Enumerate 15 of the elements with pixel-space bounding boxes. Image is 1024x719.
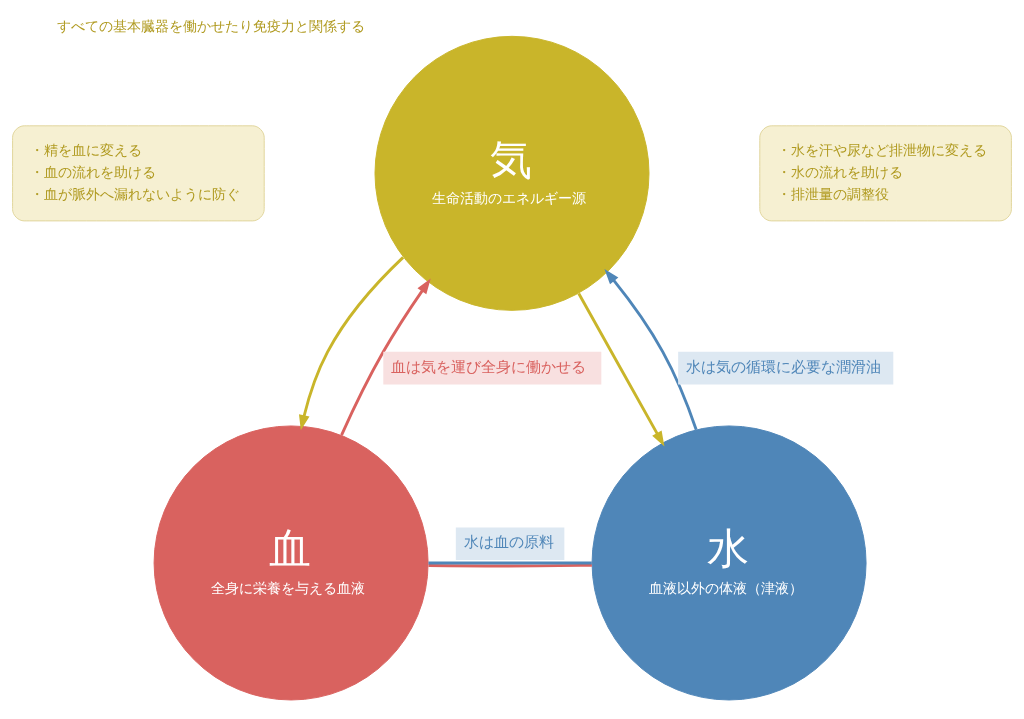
arrow <box>577 292 665 447</box>
node-circle: 血 全身に栄養を与える血液 <box>153 424 429 700</box>
arrow <box>604 268 698 430</box>
arrow <box>340 278 431 436</box>
node-box: ・精を血に変える ・血の流れを助ける ・血が脈外へ漏れないように防ぐ <box>12 124 265 221</box>
node-circle: 水 血液以外の体液（津液） <box>591 424 867 700</box>
arrow <box>299 255 405 430</box>
edge-label: 血は気を運び全身に働かせる <box>391 357 587 376</box>
edge-label: 水は気の循環に必要な潤滑油 <box>685 357 881 376</box>
connector <box>428 563 592 567</box>
edge-label: 水は血の原料 <box>463 532 554 551</box>
node-label: すべての基本臓器を働かせたり免疫力と関係する <box>56 17 365 34</box>
connector <box>428 561 592 564</box>
node-circle: 気 生命活動のエネルギー源 <box>374 35 650 311</box>
node-box: ・水を汗や尿など排泄物に変える ・水の流れを助ける ・排泄量の調整役 <box>759 124 1012 221</box>
